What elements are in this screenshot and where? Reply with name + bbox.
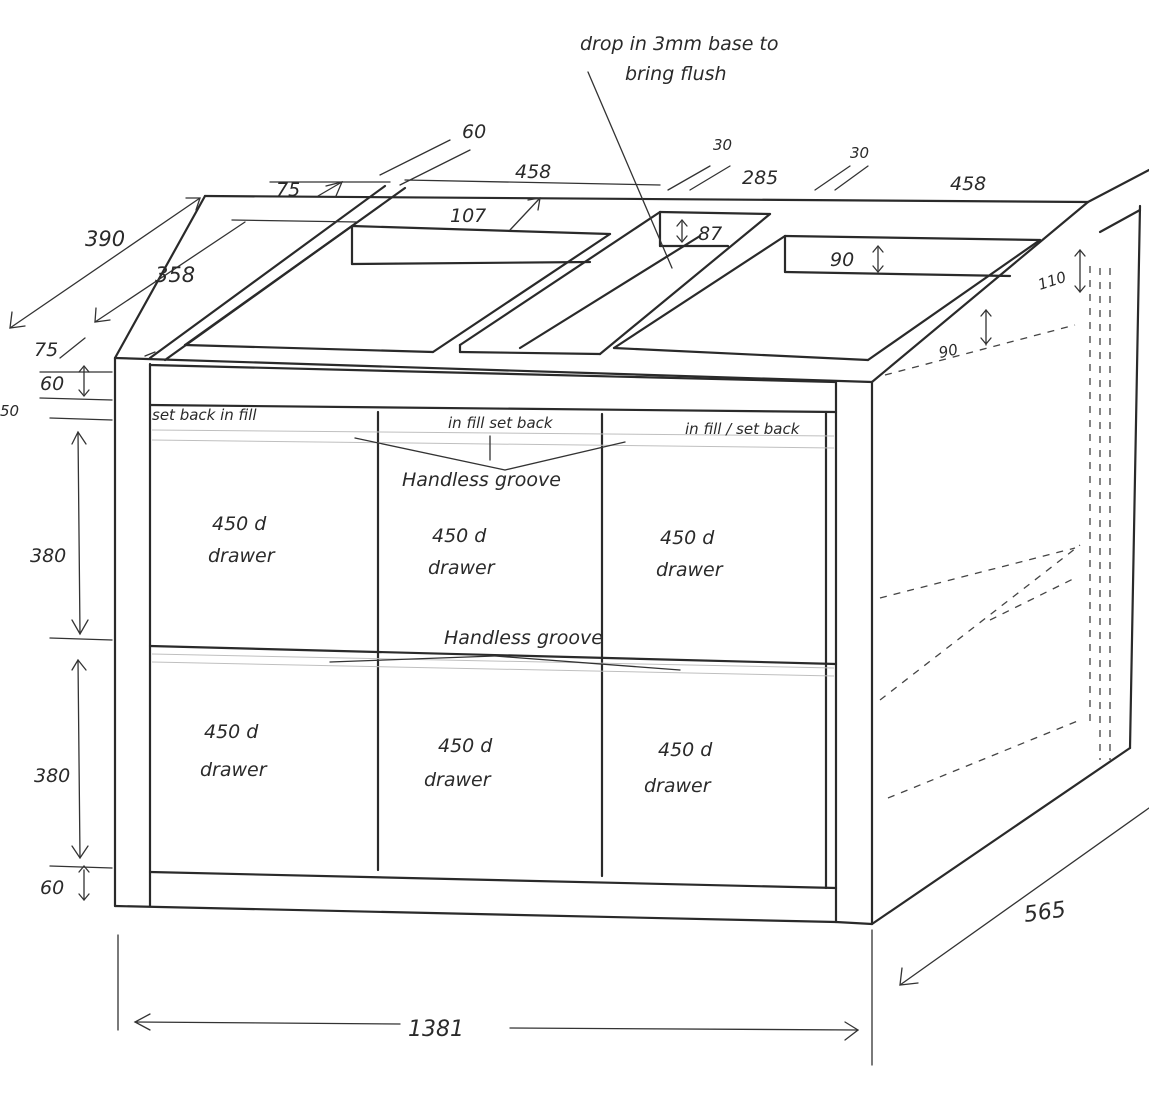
dim-458-right: 458 <box>950 173 986 195</box>
dim-60-top: 60 <box>462 121 486 143</box>
drop-note-line2: bring flush <box>625 63 727 85</box>
side-panel-hidden-lines <box>879 266 1111 799</box>
dim-60-front: 60 <box>40 373 64 395</box>
dim-87: 87 <box>698 223 722 245</box>
infill-left-label: set back in fill <box>152 406 257 424</box>
dimension-lines <box>9 71 1149 1066</box>
drawer-top-1-line2: drawer <box>208 545 276 567</box>
dim-90-top: 90 <box>830 249 854 271</box>
dim-width: 1381 <box>408 1017 464 1042</box>
dim-380-bottom: 380 <box>34 765 70 787</box>
dim-390: 390 <box>85 227 125 251</box>
cabinet-outline <box>113 168 1149 926</box>
dim-285: 285 <box>742 167 778 189</box>
infill-mid-label: in fill set back <box>448 414 554 432</box>
dim-30-left: 30 <box>713 136 732 154</box>
dimension-labels: 1381 565 390 358 75 75 60 458 458 285 30… <box>0 121 1068 1042</box>
dim-75-top: 75 <box>276 179 300 201</box>
infill-right-label: in fill / set back <box>685 420 801 438</box>
drawer-labels: 450 d drawer 450 d drawer 450 d drawer 4… <box>200 513 724 797</box>
dim-75-lower: 75 <box>34 339 58 361</box>
drawer-bottom-1-line2: drawer <box>200 759 268 781</box>
drawer-bottom-1-line1: 450 d <box>204 721 259 743</box>
drawer-top-2-line1: 450 d <box>432 525 487 547</box>
dim-30-right: 30 <box>850 144 869 162</box>
drawer-bottom-2-line2: drawer <box>424 769 492 791</box>
dim-358: 358 <box>155 263 195 287</box>
dim-110: 110 <box>1036 268 1069 294</box>
annotations: drop in 3mm base to bring flush set back… <box>152 33 801 649</box>
small-arrows <box>78 181 1086 902</box>
drawer-bottom-3-line1: 450 d <box>658 739 713 761</box>
drop-note-line1: drop in 3mm base to <box>580 33 779 55</box>
handless-groove-mid-label: Handless groove <box>444 627 603 649</box>
dim-50: 50 <box>0 402 19 420</box>
dim-depth: 565 <box>1022 897 1067 928</box>
dim-60-plinth: 60 <box>40 877 64 899</box>
drawer-bottom-3-line2: drawer <box>644 775 712 797</box>
drawer-bottom-2-line1: 450 d <box>438 735 493 757</box>
drawer-top-3-line2: drawer <box>656 559 724 581</box>
dim-90-side: 90 <box>937 340 959 362</box>
drawer-top-3-line1: 450 d <box>660 527 715 549</box>
dim-380-top: 380 <box>30 545 66 567</box>
dim-107: 107 <box>450 205 486 227</box>
dim-458-left: 458 <box>515 161 551 183</box>
drawer-top-2-line2: drawer <box>428 557 496 579</box>
handless-groove-top-label: Handless groove <box>402 469 561 491</box>
drawer-top-1-line1: 450 d <box>212 513 267 535</box>
